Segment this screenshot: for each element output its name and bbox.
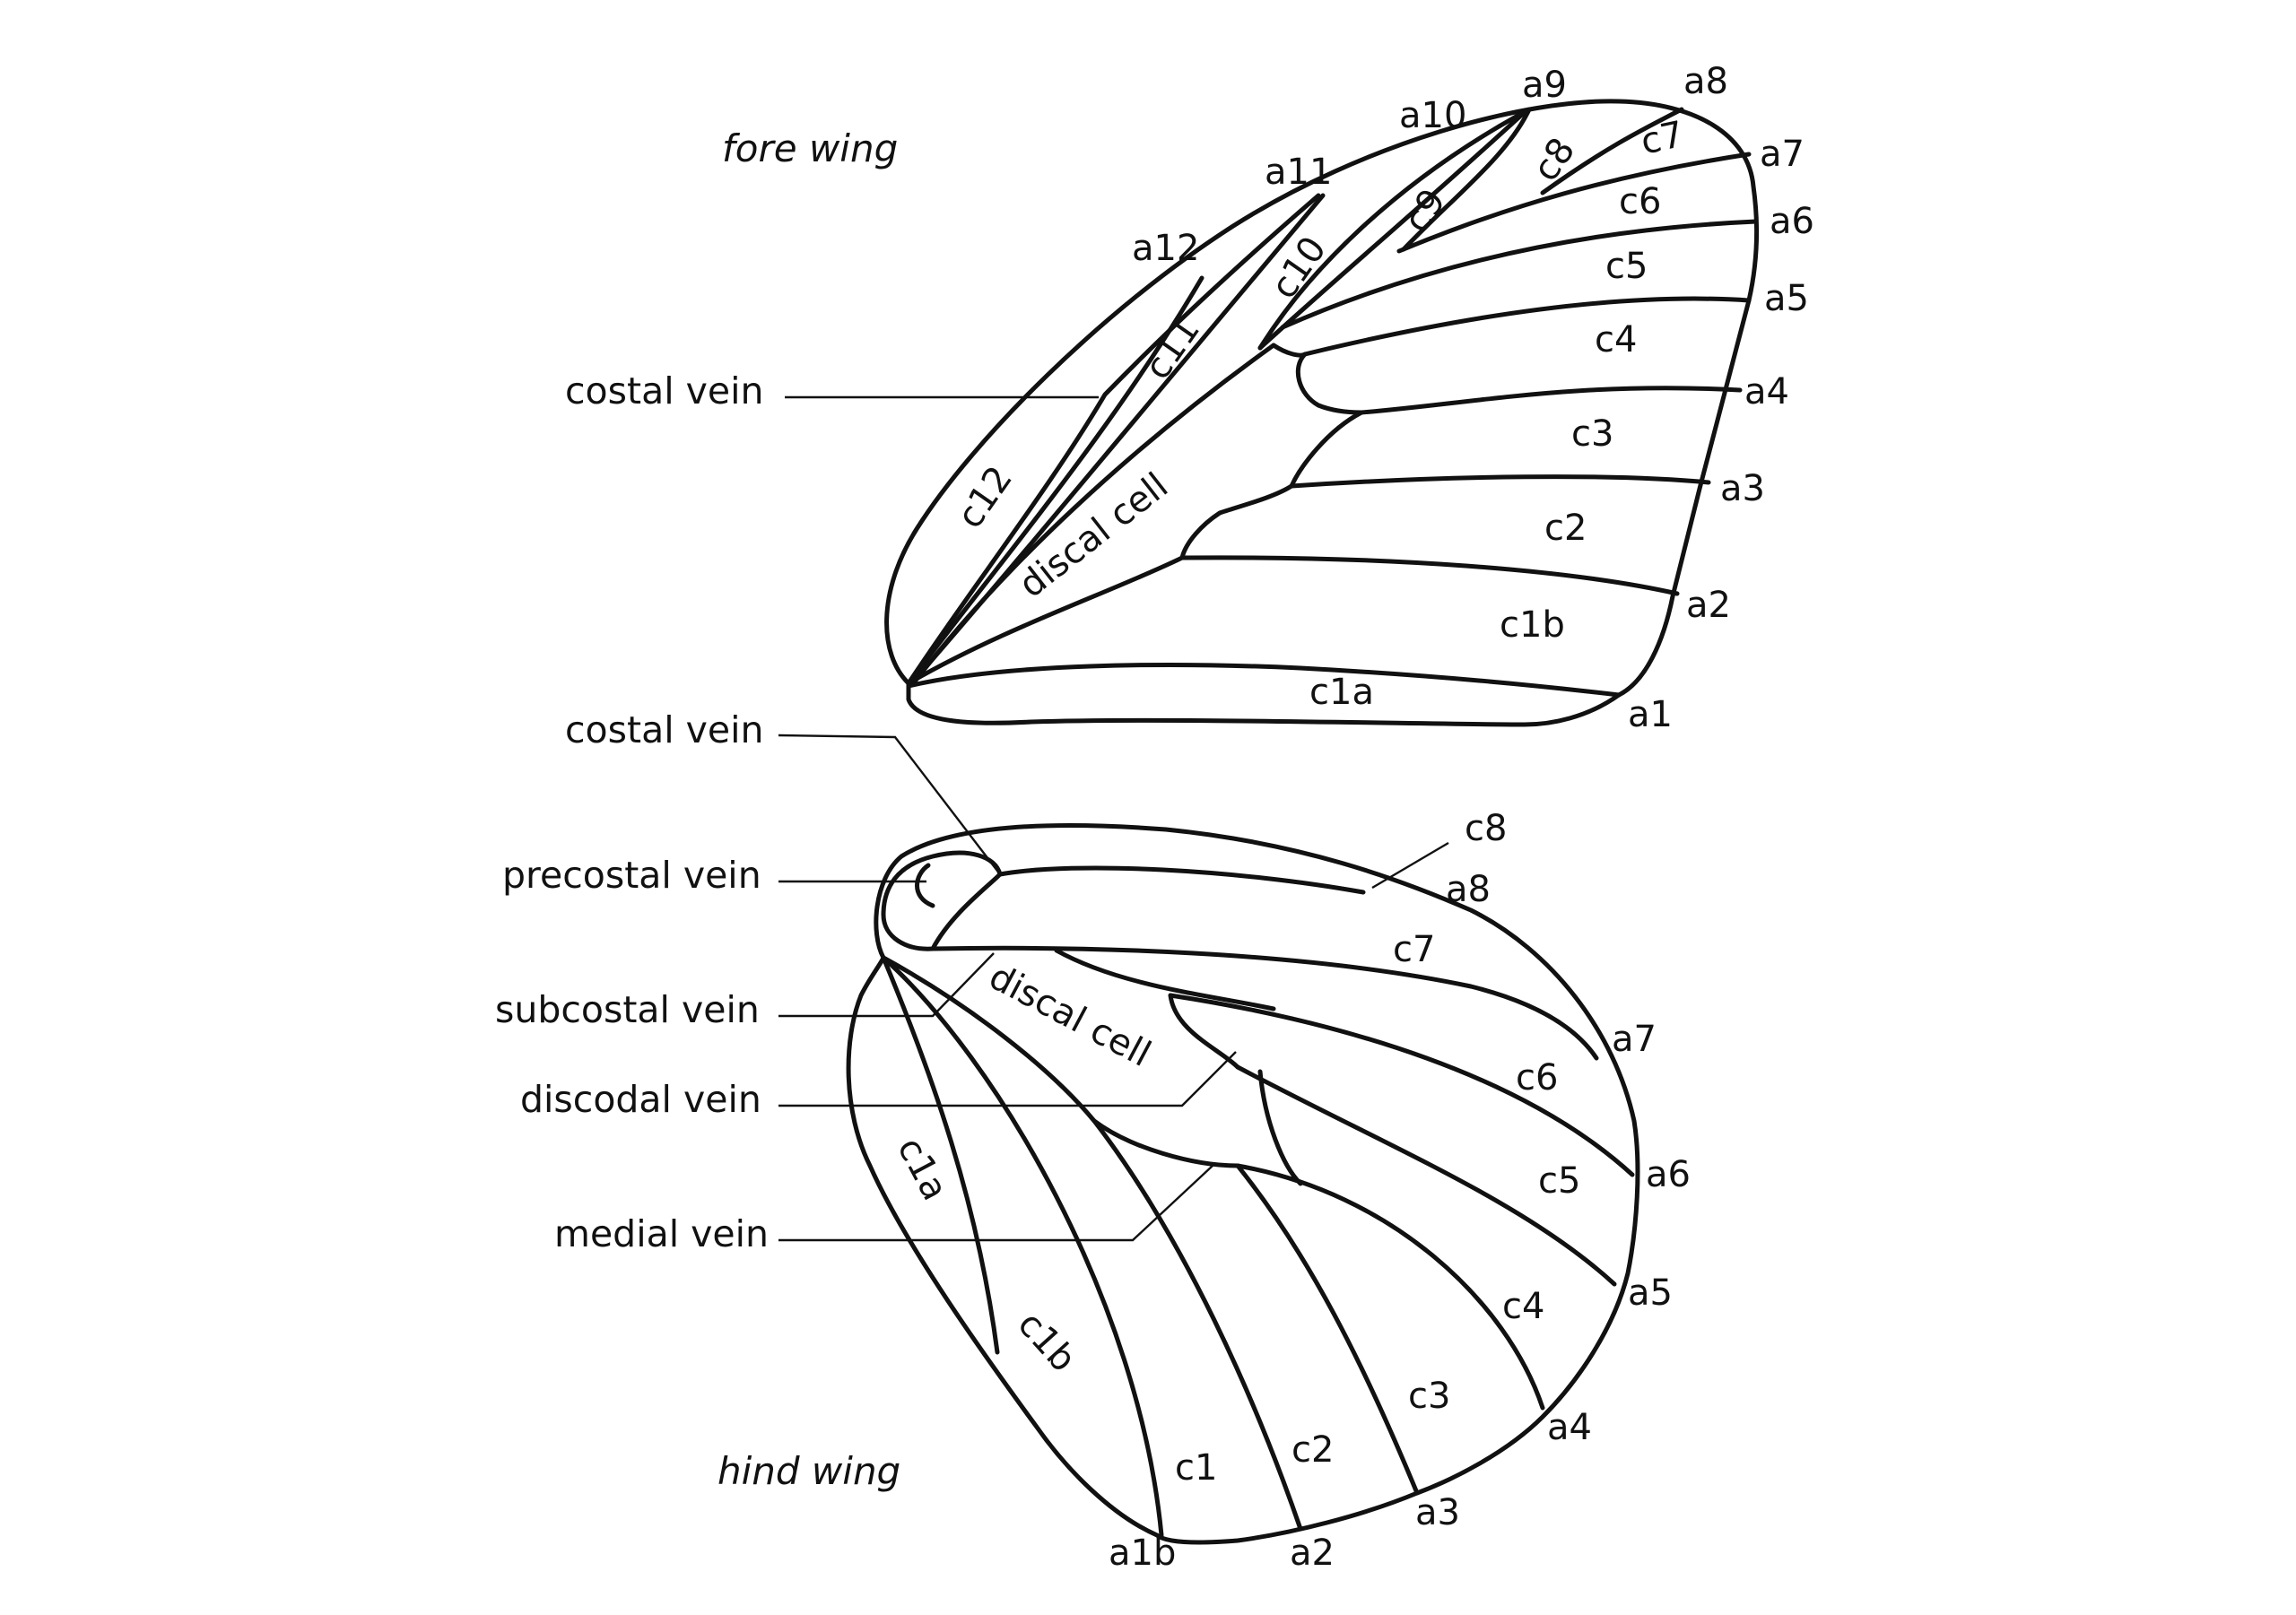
hind-wing-title: hind wing — [718, 1449, 900, 1493]
hind-vein-a4 — [1235, 1163, 1545, 1411]
hind-cell-c1a: c1a — [889, 1131, 955, 1207]
fore-vein-a1 — [906, 663, 1622, 698]
hind-cell-c4: c4 — [1502, 1286, 1544, 1327]
hind-callout-discodal-vein: discodal vein — [520, 1078, 761, 1121]
hind-vein-a3 — [1235, 1163, 1420, 1496]
hind-wing-outline — [846, 822, 1640, 1545]
fore-cell-c8: c8 — [1526, 130, 1584, 188]
hind-end-a8: a8 — [1446, 869, 1491, 910]
hind-end-a2: a2 — [1290, 1533, 1335, 1574]
fore-vein-a2 — [1179, 555, 1680, 596]
fore-costal-vein — [906, 193, 1321, 686]
hind-cell-c5: c5 — [1538, 1160, 1580, 1202]
hind-end-a7: a7 — [1612, 1019, 1657, 1060]
hind-end-a5: a5 — [1628, 1272, 1673, 1314]
hind-vein-a6 — [1235, 1064, 1617, 1287]
fore-vein-a6 — [1280, 219, 1759, 330]
fore-cell-c10: c10 — [1264, 230, 1335, 307]
fore-vein-a4 — [1359, 386, 1743, 415]
fore-cell-c6: c6 — [1619, 181, 1661, 222]
fore-cell-c7: c7 — [1638, 114, 1688, 163]
hind-costal-vein-leader — [778, 734, 1001, 875]
hind-wing: c8 c7 c6 c5 c4 c3 c2 c1 c1a c1b discal c… — [495, 708, 1691, 1574]
hind-callout-precostal-vein: precostal vein — [502, 854, 761, 897]
fore-end-a9: a9 — [1522, 65, 1567, 106]
fore-end-a8: a8 — [1683, 61, 1728, 102]
fore-vein-a10 — [1257, 109, 1527, 351]
hind-cell-c2: c2 — [1292, 1429, 1334, 1471]
fore-vein-a5 — [1302, 296, 1752, 357]
fore-vein-a9 — [1401, 107, 1532, 252]
hind-vein-a5 — [1257, 1069, 1303, 1186]
fore-end-a6: a6 — [1770, 201, 1814, 242]
hind-discal-lower — [881, 955, 1240, 1168]
hind-callout-medial-vein: medial vein — [554, 1212, 769, 1255]
hind-subcostal-vein-leader — [778, 952, 995, 1018]
fore-end-a1: a1 — [1628, 694, 1673, 735]
fore-cell-c4: c4 — [1595, 319, 1637, 360]
fore-vein-a3 — [1289, 474, 1711, 489]
hind-cell-c7: c7 — [1393, 929, 1435, 970]
hind-cell-c1b: c1b — [1010, 1304, 1084, 1380]
hind-precostal-vein — [915, 863, 935, 908]
hind-discodal-vein — [1168, 993, 1240, 1070]
hind-cell-c1: c1 — [1175, 1447, 1217, 1489]
hind-end-a1b: a1b — [1109, 1533, 1176, 1574]
hind-end-a4: a4 — [1547, 1407, 1592, 1448]
fore-end-a3: a3 — [1720, 468, 1765, 509]
fore-end-a7: a7 — [1760, 134, 1805, 175]
fore-cell-c2: c2 — [1544, 508, 1587, 549]
fore-discal-cell-upper — [912, 343, 1276, 684]
fore-vein-c10-c9 — [1257, 107, 1532, 351]
hind-vein-c1b-edge — [881, 955, 1000, 1355]
hind-subcostal-vein — [930, 945, 1599, 1061]
fore-wing: c12 c11 c10 c9 c8 c7 c6 c5 c4 c3 c2 c1b … — [565, 61, 1814, 735]
fore-vein-a12 — [906, 275, 1205, 686]
hind-callout-costal-vein: costal vein — [565, 708, 763, 751]
hind-c8-leader — [1371, 841, 1449, 890]
hind-humeral-loop — [881, 850, 1003, 951]
fore-end-a4: a4 — [1744, 371, 1789, 412]
fore-end-a2: a2 — [1686, 585, 1731, 626]
fore-cell-c5: c5 — [1605, 246, 1648, 287]
fore-vein-a7 — [1396, 152, 1752, 254]
hind-end-a3: a3 — [1415, 1492, 1460, 1533]
hind-vein-a2 — [1091, 1118, 1303, 1532]
hind-callout-subcostal-vein: subcostal vein — [495, 988, 760, 1031]
fore-discodal-vein — [1179, 343, 1364, 560]
fore-cell-c1b: c1b — [1500, 604, 1565, 646]
fore-callout-costal-vein: costal vein — [565, 369, 763, 412]
hind-cell-c8: c8 — [1465, 808, 1507, 849]
fore-discal-cell-lower — [906, 555, 1185, 686]
fore-cell-c1a: c1a — [1309, 672, 1374, 713]
hind-costal-vein — [997, 865, 1366, 895]
fore-cell-c11: c11 — [1137, 310, 1208, 387]
hind-cell-c6: c6 — [1516, 1057, 1558, 1098]
fore-wing-title: fore wing — [722, 126, 898, 170]
hind-end-a6: a6 — [1646, 1154, 1691, 1195]
fore-end-a11: a11 — [1265, 152, 1332, 193]
hind-vein-a7 — [1168, 993, 1635, 1177]
hind-discodal-vein-leader — [778, 1051, 1237, 1107]
fore-end-a12: a12 — [1132, 228, 1199, 269]
fore-cell-c3: c3 — [1571, 413, 1613, 455]
fore-vein-a8 — [1540, 107, 1684, 195]
hind-medial-vein-leader — [778, 1165, 1213, 1242]
hind-cell-discal: discal cell — [982, 956, 1157, 1075]
hind-discal-upper — [1054, 948, 1276, 1012]
hind-cell-c3: c3 — [1408, 1376, 1450, 1417]
hind-vein-a1b — [881, 955, 1164, 1538]
fore-end-a5: a5 — [1764, 278, 1809, 319]
fore-end-a10: a10 — [1399, 95, 1466, 136]
